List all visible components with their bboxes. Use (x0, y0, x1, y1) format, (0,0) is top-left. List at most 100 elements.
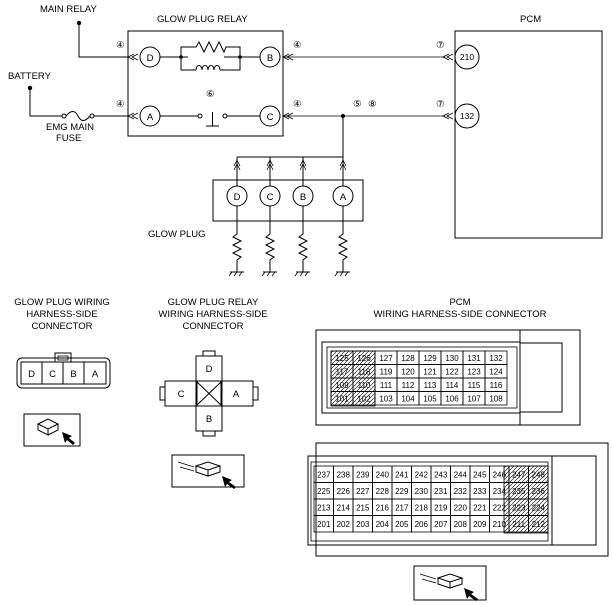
glow-plug-label: GLOW PLUG (148, 229, 206, 240)
svg-text:241: 241 (395, 470, 409, 479)
svg-text:243: 243 (434, 470, 448, 479)
pcm-title: PCM (520, 14, 541, 25)
svg-text:B: B (267, 53, 273, 64)
svg-text:215: 215 (356, 503, 370, 512)
gp-wiring-pin-c: C (49, 369, 56, 380)
pcm-pin-239: 239 (352, 465, 373, 483)
relay-terminal-a: A (139, 105, 161, 127)
note-8: ⑧ (368, 99, 377, 110)
svg-text:229: 229 (395, 487, 409, 496)
connector-mark-210 (442, 53, 454, 61)
svg-text:231: 231 (434, 487, 448, 496)
pcm-pin-228: 228 (372, 482, 393, 500)
pcm-pin-207: 207 (430, 515, 451, 533)
note-5: ⑤ (353, 99, 362, 110)
svg-text:219: 219 (434, 503, 448, 512)
svg-text:237: 237 (317, 470, 331, 479)
emg-main-fuse-symbol (61, 111, 95, 121)
pcm-pin-203: 203 (352, 515, 373, 533)
pcm-pin-225: 225 (313, 482, 334, 500)
svg-text:236: 236 (532, 487, 546, 496)
connector-mark-a (127, 112, 139, 120)
svg-text:202: 202 (337, 520, 351, 529)
glow-plug-c: C (259, 157, 281, 277)
svg-text:A: A (147, 112, 154, 123)
svg-text:245: 245 (473, 470, 487, 479)
svg-text:204: 204 (376, 520, 390, 529)
pcm-pin-202: 202 (333, 515, 354, 533)
pcm-pin-120: 120 (396, 364, 420, 379)
gp-wiring-pin-d: D (28, 369, 35, 380)
gp-wiring-title-2: HARNESS-SIDE (26, 309, 97, 320)
fuse-label-2: FUSE (56, 133, 81, 144)
connector-mark-d (127, 53, 139, 61)
pcm-pin-238: 238 (333, 465, 354, 483)
pcm-pin-227: 227 (352, 482, 373, 500)
svg-text:124: 124 (489, 367, 503, 376)
svg-text:118: 118 (358, 367, 371, 376)
svg-text:110: 110 (358, 381, 371, 390)
svg-text:247: 247 (512, 470, 526, 479)
gp-relay-pin-d: D (206, 364, 213, 375)
pcm-pin-103: 103 (374, 391, 398, 406)
svg-text:104: 104 (401, 394, 415, 403)
svg-text:210: 210 (460, 52, 474, 62)
glow-plug-b: B (292, 157, 314, 277)
pcm-pin-219: 219 (430, 498, 451, 516)
svg-text:129: 129 (423, 354, 437, 363)
svg-text:244: 244 (454, 470, 468, 479)
pcm-conn-title-2: WIRING HARNESS-SIDE CONNECTOR (374, 309, 547, 320)
svg-text:131: 131 (467, 354, 481, 363)
svg-text:203: 203 (356, 520, 370, 529)
relay-terminal-b: B (259, 46, 281, 68)
pcm-pin-111: 111 (374, 377, 398, 392)
pcm-lower-hatch (503, 465, 549, 534)
svg-text:105: 105 (423, 394, 437, 403)
relay-title: GLOW PLUG RELAY (157, 14, 248, 25)
pcm-pin-124: 124 (484, 364, 508, 379)
pcm-pin-218: 218 (411, 498, 432, 516)
svg-text:235: 235 (512, 487, 526, 496)
svg-text:101: 101 (335, 394, 349, 403)
pcm-pin-217: 217 (391, 498, 412, 516)
pcm-view-icon (413, 565, 487, 601)
svg-text:126: 126 (357, 354, 371, 363)
fuse-label-1: EMG MAIN (46, 122, 94, 133)
pcm-pin-230: 230 (411, 482, 432, 500)
pcm-pin-130: 130 (440, 350, 464, 365)
svg-text:117: 117 (336, 367, 349, 376)
pcm-pin-123: 123 (462, 364, 486, 379)
pcm-pin-108: 108 (484, 391, 508, 406)
pcm-pin-128: 128 (396, 350, 420, 365)
pcm-pin-209: 209 (469, 515, 490, 533)
svg-text:C: C (267, 112, 274, 123)
gp-relay-title-2: WIRING HARNESS-SIDE (158, 309, 267, 320)
svg-text:208: 208 (454, 520, 468, 529)
svg-text:227: 227 (356, 487, 370, 496)
pcm-pin-229: 229 (391, 482, 412, 500)
pcm-pin-240: 240 (372, 465, 393, 483)
pcm-pin-114: 114 (440, 377, 464, 392)
svg-text:106: 106 (445, 394, 459, 403)
svg-text:108: 108 (489, 394, 503, 403)
pcm-pin-127: 127 (374, 350, 398, 365)
note-4-a: ④ (116, 99, 125, 110)
svg-text:128: 128 (401, 354, 415, 363)
pcm-pin-107: 107 (462, 391, 486, 406)
relay-terminal-c: C (259, 105, 281, 127)
svg-text:210: 210 (493, 520, 507, 529)
pcm-pin-204: 204 (372, 515, 393, 533)
pcm-pin-244: 244 (450, 465, 471, 483)
svg-text:111: 111 (380, 381, 393, 390)
svg-text:218: 218 (415, 503, 429, 512)
svg-text:107: 107 (467, 394, 481, 403)
connector-mark-132 (442, 112, 454, 120)
gp-wiring-pin-a: A (92, 369, 99, 380)
pcm-conn-title-1: PCM (449, 297, 470, 308)
note-7-210: ⑦ (436, 40, 445, 51)
pcm-pin-213: 213 (313, 498, 334, 516)
svg-text:D: D (147, 53, 154, 64)
svg-text:239: 239 (356, 470, 370, 479)
svg-text:A: A (340, 192, 347, 203)
